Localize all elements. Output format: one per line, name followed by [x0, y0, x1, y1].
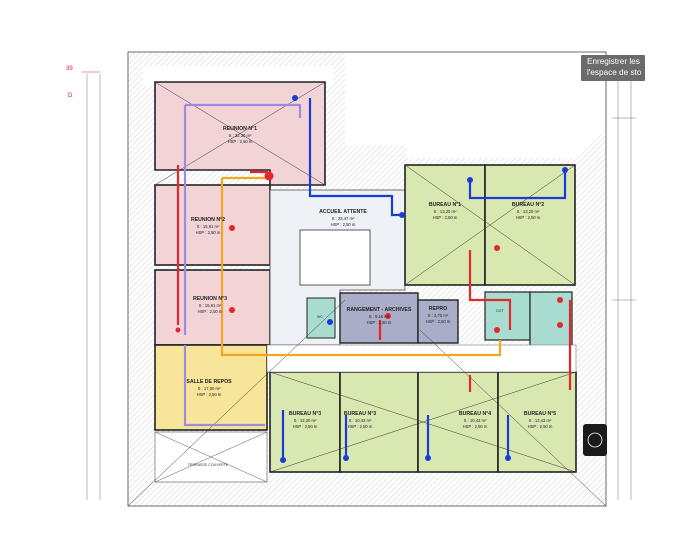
svg-text:HSP : 2,50 m: HSP : 2,50 m	[528, 424, 553, 429]
label-wc: WC	[317, 315, 323, 319]
room-sanitaire-2	[529, 291, 573, 351]
svg-text:S : 10,43 m²: S : 10,43 m²	[349, 418, 372, 423]
svg-text:HSP : 2,50 m: HSP : 2,50 m	[331, 222, 356, 227]
svg-text:S : 32,30 m²: S : 32,30 m²	[229, 133, 252, 138]
svg-text:S : 13,20 m²: S : 13,20 m²	[517, 209, 540, 214]
room-repro	[417, 299, 459, 344]
label-degagement: DGT	[496, 309, 504, 313]
equipment-unit	[583, 424, 607, 456]
svg-text:BUREAU N°4: BUREAU N°4	[459, 411, 491, 417]
svg-text:HSP : 2,50 m: HSP : 2,50 m	[197, 392, 222, 397]
svg-text:HSP : 2,50 m: HSP : 2,50 m	[348, 424, 373, 429]
label-terrasse: TERRASSE COUVERTE	[188, 463, 229, 467]
svg-text:S : 28,47 m²: S : 28,47 m²	[332, 216, 355, 221]
svg-text:HSP : 2,50 m: HSP : 2,50 m	[433, 215, 458, 220]
svg-text:S : 15,61 m²: S : 15,61 m²	[199, 303, 222, 308]
svg-text:HSP : 2,50 m: HSP : 2,50 m	[463, 424, 488, 429]
left-margin-marks: 39 D	[66, 66, 101, 500]
tooltip-line-2: l'espace de sto	[587, 68, 642, 77]
tooltip-line-1: Enregistrer les	[587, 57, 640, 66]
svg-text:S : 3,70 m²: S : 3,70 m²	[428, 313, 449, 318]
room-bureau-5	[497, 371, 577, 473]
svg-text:HSP : 2,50 m: HSP : 2,50 m	[426, 319, 451, 324]
right-dimension-lines	[612, 74, 636, 500]
svg-text:BUREAU N°5: BUREAU N°5	[524, 411, 556, 417]
svg-text:HSP : 2,50 m: HSP : 2,50 m	[367, 320, 392, 325]
room-bureau-4	[417, 371, 499, 473]
room-bureau-3	[269, 371, 341, 473]
save-tooltip: Enregistrer les l'espace de sto	[581, 55, 645, 81]
svg-text:S : 12,20 m²: S : 12,20 m²	[294, 418, 317, 423]
svg-text:S : 10,43 m²: S : 10,43 m²	[464, 418, 487, 423]
room-bureau-2	[484, 164, 576, 286]
room-salle-repos	[154, 344, 268, 431]
svg-text:BUREAU N°3: BUREAU N°3	[289, 411, 321, 417]
room-bureau-1	[404, 164, 486, 286]
network-lines	[176, 98, 572, 462]
svg-text:S : 13,20 m²: S : 13,20 m²	[434, 209, 457, 214]
svg-text:REUNION N°3: REUNION N°3	[193, 296, 227, 302]
svg-text:REUNION N°1: REUNION N°1	[223, 126, 257, 132]
svg-text:ACCUEIL ATTENTE: ACCUEIL ATTENTE	[319, 209, 367, 215]
room-reunion-3	[154, 269, 271, 346]
svg-text:S : 17,00 m²: S : 17,00 m²	[198, 386, 221, 391]
svg-text:RANGEMENT - ARCHIVES: RANGEMENT - ARCHIVES	[347, 307, 412, 313]
svg-text:BUREAU N°3: BUREAU N°3	[344, 411, 376, 417]
corridor	[266, 344, 577, 373]
svg-text:HSP : 2,50 m: HSP : 2,50 m	[516, 215, 541, 220]
valve-markers	[175, 95, 568, 463]
svg-text:HSP : 2,50 m: HSP : 2,50 m	[196, 230, 221, 235]
svg-text:REUNION N°2: REUNION N°2	[191, 217, 225, 223]
svg-text:S : 15,61 m²: S : 15,61 m²	[197, 224, 220, 229]
svg-text:S : 9,16 m²: S : 9,16 m²	[369, 314, 390, 319]
margin-label-d: D	[68, 93, 73, 99]
svg-text:HSP : 2,50 m: HSP : 2,50 m	[293, 424, 318, 429]
svg-text:REPRO: REPRO	[429, 306, 447, 312]
svg-text:S : 13,43 m²: S : 13,43 m²	[529, 418, 552, 423]
svg-text:HSP : 2,50 m: HSP : 2,50 m	[228, 139, 253, 144]
margin-label-39: 39	[66, 66, 73, 72]
svg-text:SALLE DE REPOS: SALLE DE REPOS	[186, 379, 232, 385]
diagonal-guides	[127, 81, 607, 507]
svg-text:HSP : 2,50 m: HSP : 2,50 m	[198, 309, 223, 314]
room-bureau-3b	[339, 371, 419, 473]
svg-text:BUREAU N°2: BUREAU N°2	[512, 202, 544, 208]
svg-text:BUREAU N°1: BUREAU N°1	[429, 202, 461, 208]
